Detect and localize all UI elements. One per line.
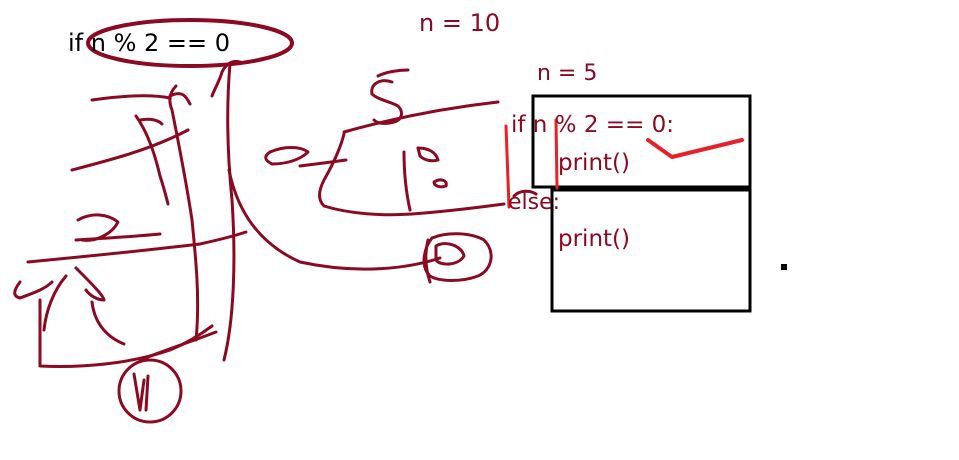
- if-block-box: [531, 94, 752, 189]
- red-bar-left: [504, 124, 511, 209]
- top-condition-ellipse: [86, 18, 294, 68]
- n-five-label: n = 5: [537, 61, 598, 86]
- scribble-strokes: [13, 60, 538, 424]
- red-bar-right: [554, 118, 559, 190]
- else-block-box: [550, 188, 752, 313]
- top-condition-text: if n % 2 == 0: [68, 29, 231, 57]
- n-ten-label: n = 10: [419, 9, 501, 37]
- print-else-text: print(): [558, 226, 630, 252]
- if-branch-text: if n % 2 == 0:: [511, 112, 675, 138]
- check-mark: [646, 138, 744, 159]
- dot-mark: [781, 264, 787, 270]
- print-if-text: print(): [558, 150, 630, 176]
- else-branch-text: else:: [508, 190, 561, 215]
